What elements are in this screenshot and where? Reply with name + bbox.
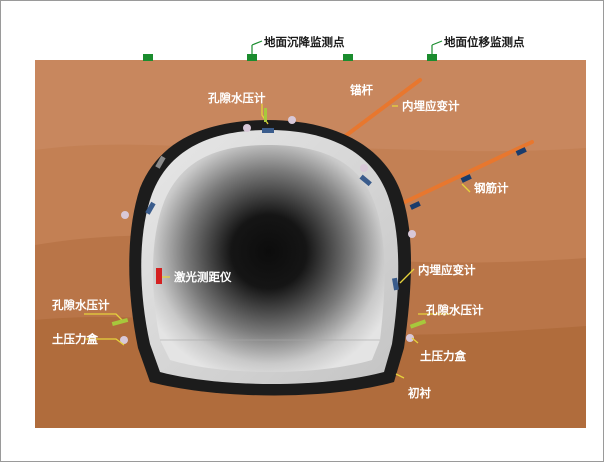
sensor-icon [121, 211, 129, 219]
anchor-rods [338, 78, 534, 212]
label-pore-pressure-left: 孔隙水压计 [52, 298, 110, 312]
tunnel [129, 120, 411, 396]
surface-marker-4 [427, 54, 437, 61]
label-surface-settlement: 地面沉降监测点 [264, 35, 345, 49]
surface-marker-2 [247, 54, 257, 61]
label-rebar-meter: 钢筋计 [474, 181, 509, 195]
sensor-icon [406, 334, 414, 342]
surface-markers [143, 40, 443, 61]
label-anchor-rod: 锚杆 [350, 83, 373, 97]
sensor-icon [288, 116, 296, 124]
sensor-icon [392, 277, 400, 291]
lining-sensors [120, 116, 416, 344]
tunnel-interior [152, 145, 385, 372]
label-laser-rangefinder: 激光测距仪 [174, 270, 232, 284]
surface-marker-3 [343, 54, 353, 61]
pore-pressure-sensor-right [409, 319, 427, 329]
anchor-rod-upper [338, 78, 422, 142]
surface-marker-1 [143, 54, 153, 61]
label-pore-pressure-top: 孔隙水压计 [208, 91, 266, 105]
sensor-icon [155, 155, 166, 169]
sensor-icon [360, 164, 368, 172]
sensor-icon [120, 336, 128, 344]
sensor-icon [243, 124, 251, 132]
label-surface-displacement: 地面位移监测点 [444, 35, 525, 49]
label-earth-pressure-right: 土压力盒 [420, 349, 466, 363]
label-pore-pressure-right: 孔隙水压计 [426, 303, 484, 317]
pore-pressure-sensor-top [264, 108, 267, 122]
pore-pressure-sensor-left [111, 317, 129, 327]
label-embedded-strain-top: 内埋应变计 [402, 99, 460, 113]
label-primary-lining: 初衬 [408, 386, 431, 400]
sensor-icon [408, 230, 416, 238]
sensor-icon [145, 201, 156, 215]
labels: 地面沉降监测点 地面位移监测点 锚杆 内埋应变计 孔隙水压计 钢筋计 内埋应变计… [52, 35, 525, 400]
sensor-icon [262, 128, 274, 133]
laser-device-icon [156, 268, 162, 284]
anchor-rod-lower [386, 140, 534, 212]
sensor-icon [359, 174, 372, 187]
label-earth-pressure-left: 土压力盒 [52, 332, 98, 346]
label-embedded-strain-right: 内埋应变计 [418, 263, 476, 277]
